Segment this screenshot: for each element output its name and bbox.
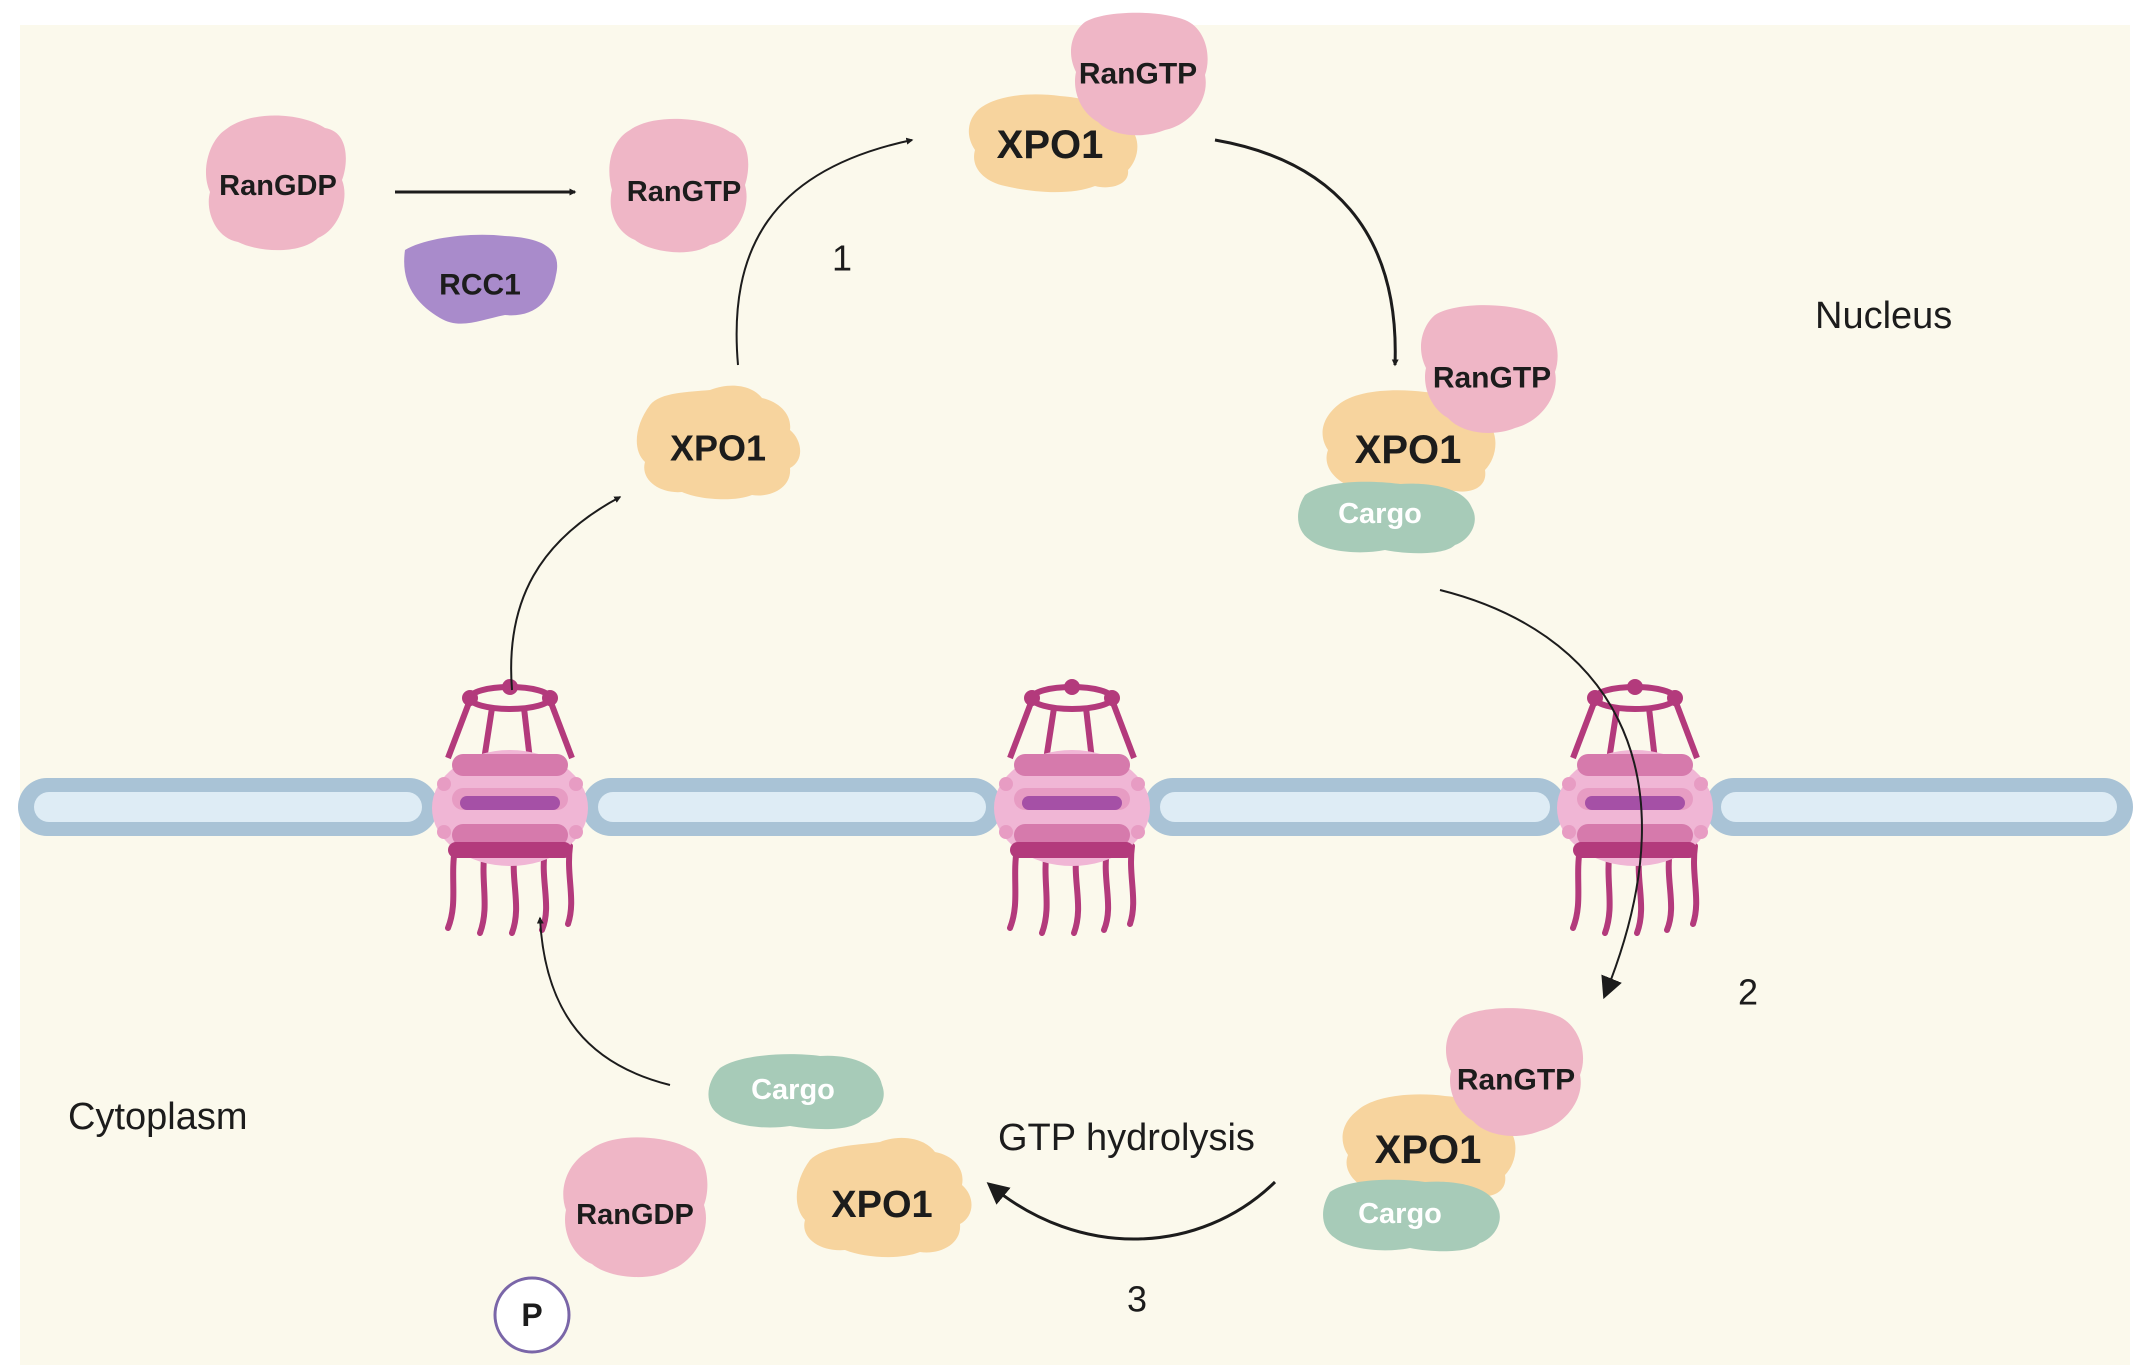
xpo1-nucleus-free-label: XPO1 xyxy=(670,428,766,469)
rcc1-label: RCC1 xyxy=(439,269,521,302)
export-complex-nucleus: XPO1 RanGTP Cargo xyxy=(1298,305,1558,554)
nucleus-label: Nucleus xyxy=(1815,295,1952,337)
step-1-label: 1 xyxy=(832,238,852,279)
cargo-complex-cytoplasm-label: Cargo xyxy=(1358,1198,1442,1230)
xpo1-complex-top-label: XPO1 xyxy=(997,123,1104,167)
xpo1-recycle-arrow xyxy=(510,496,622,691)
cargo-released: Cargo xyxy=(708,1054,884,1130)
step3-arrow xyxy=(986,1180,1277,1241)
rangtp-nucleus-label: RanGTP xyxy=(627,176,741,208)
rangtp-complex-top-label: RanGTP xyxy=(1079,58,1197,91)
cytoplasm-label: Cytoplasm xyxy=(68,1096,248,1138)
rangdp-cytoplasm-label: RanGDP xyxy=(576,1199,694,1231)
xpo1-rangtp-complex: XPO1 RanGTP xyxy=(968,12,1208,193)
xpo1-nucleus-free: XPO1 xyxy=(636,385,801,500)
gtp-hydrolysis-label: GTP hydrolysis xyxy=(998,1117,1255,1159)
cargo-released-label: Cargo xyxy=(751,1074,835,1106)
rcc1: RCC1 xyxy=(404,234,558,324)
pathway-arrows xyxy=(395,137,1643,1241)
rangdp-nucleus-label: RanGDP xyxy=(219,170,337,202)
xpo1-complex-cytoplasm-label: XPO1 xyxy=(1375,1128,1482,1172)
xpo1-released: XPO1 xyxy=(796,1137,972,1258)
phosphate: P xyxy=(493,1276,571,1354)
step-2-label: 2 xyxy=(1738,972,1758,1013)
rangtp-complex-cytoplasm-label: RanGTP xyxy=(1457,1064,1575,1097)
step2-arrow xyxy=(1439,589,1643,1000)
step1-arrow xyxy=(735,137,914,366)
complex-assembly-arrow xyxy=(1214,138,1399,367)
xpo1-complex-nucleus-label: XPO1 xyxy=(1355,428,1462,472)
rangdp-nucleus: RanGDP xyxy=(205,115,346,251)
background xyxy=(20,25,2130,1365)
export-complex-cytoplasm: XPO1 RanGTP Cargo xyxy=(1323,1008,1584,1252)
step-3-label: 3 xyxy=(1127,1279,1147,1320)
rangtp-nucleus: RanGTP xyxy=(609,118,749,253)
rangdp-cytoplasm: RanGDP xyxy=(563,1137,708,1278)
export-to-pore-arrow xyxy=(536,916,671,1086)
phosphate-label: P xyxy=(521,1297,542,1333)
xpo1-released-label: XPO1 xyxy=(831,1184,932,1226)
cargo-complex-nucleus-label: Cargo xyxy=(1338,498,1422,530)
nuclear-membrane xyxy=(18,778,2133,836)
rangtp-complex-nucleus-label: RanGTP xyxy=(1433,362,1551,395)
